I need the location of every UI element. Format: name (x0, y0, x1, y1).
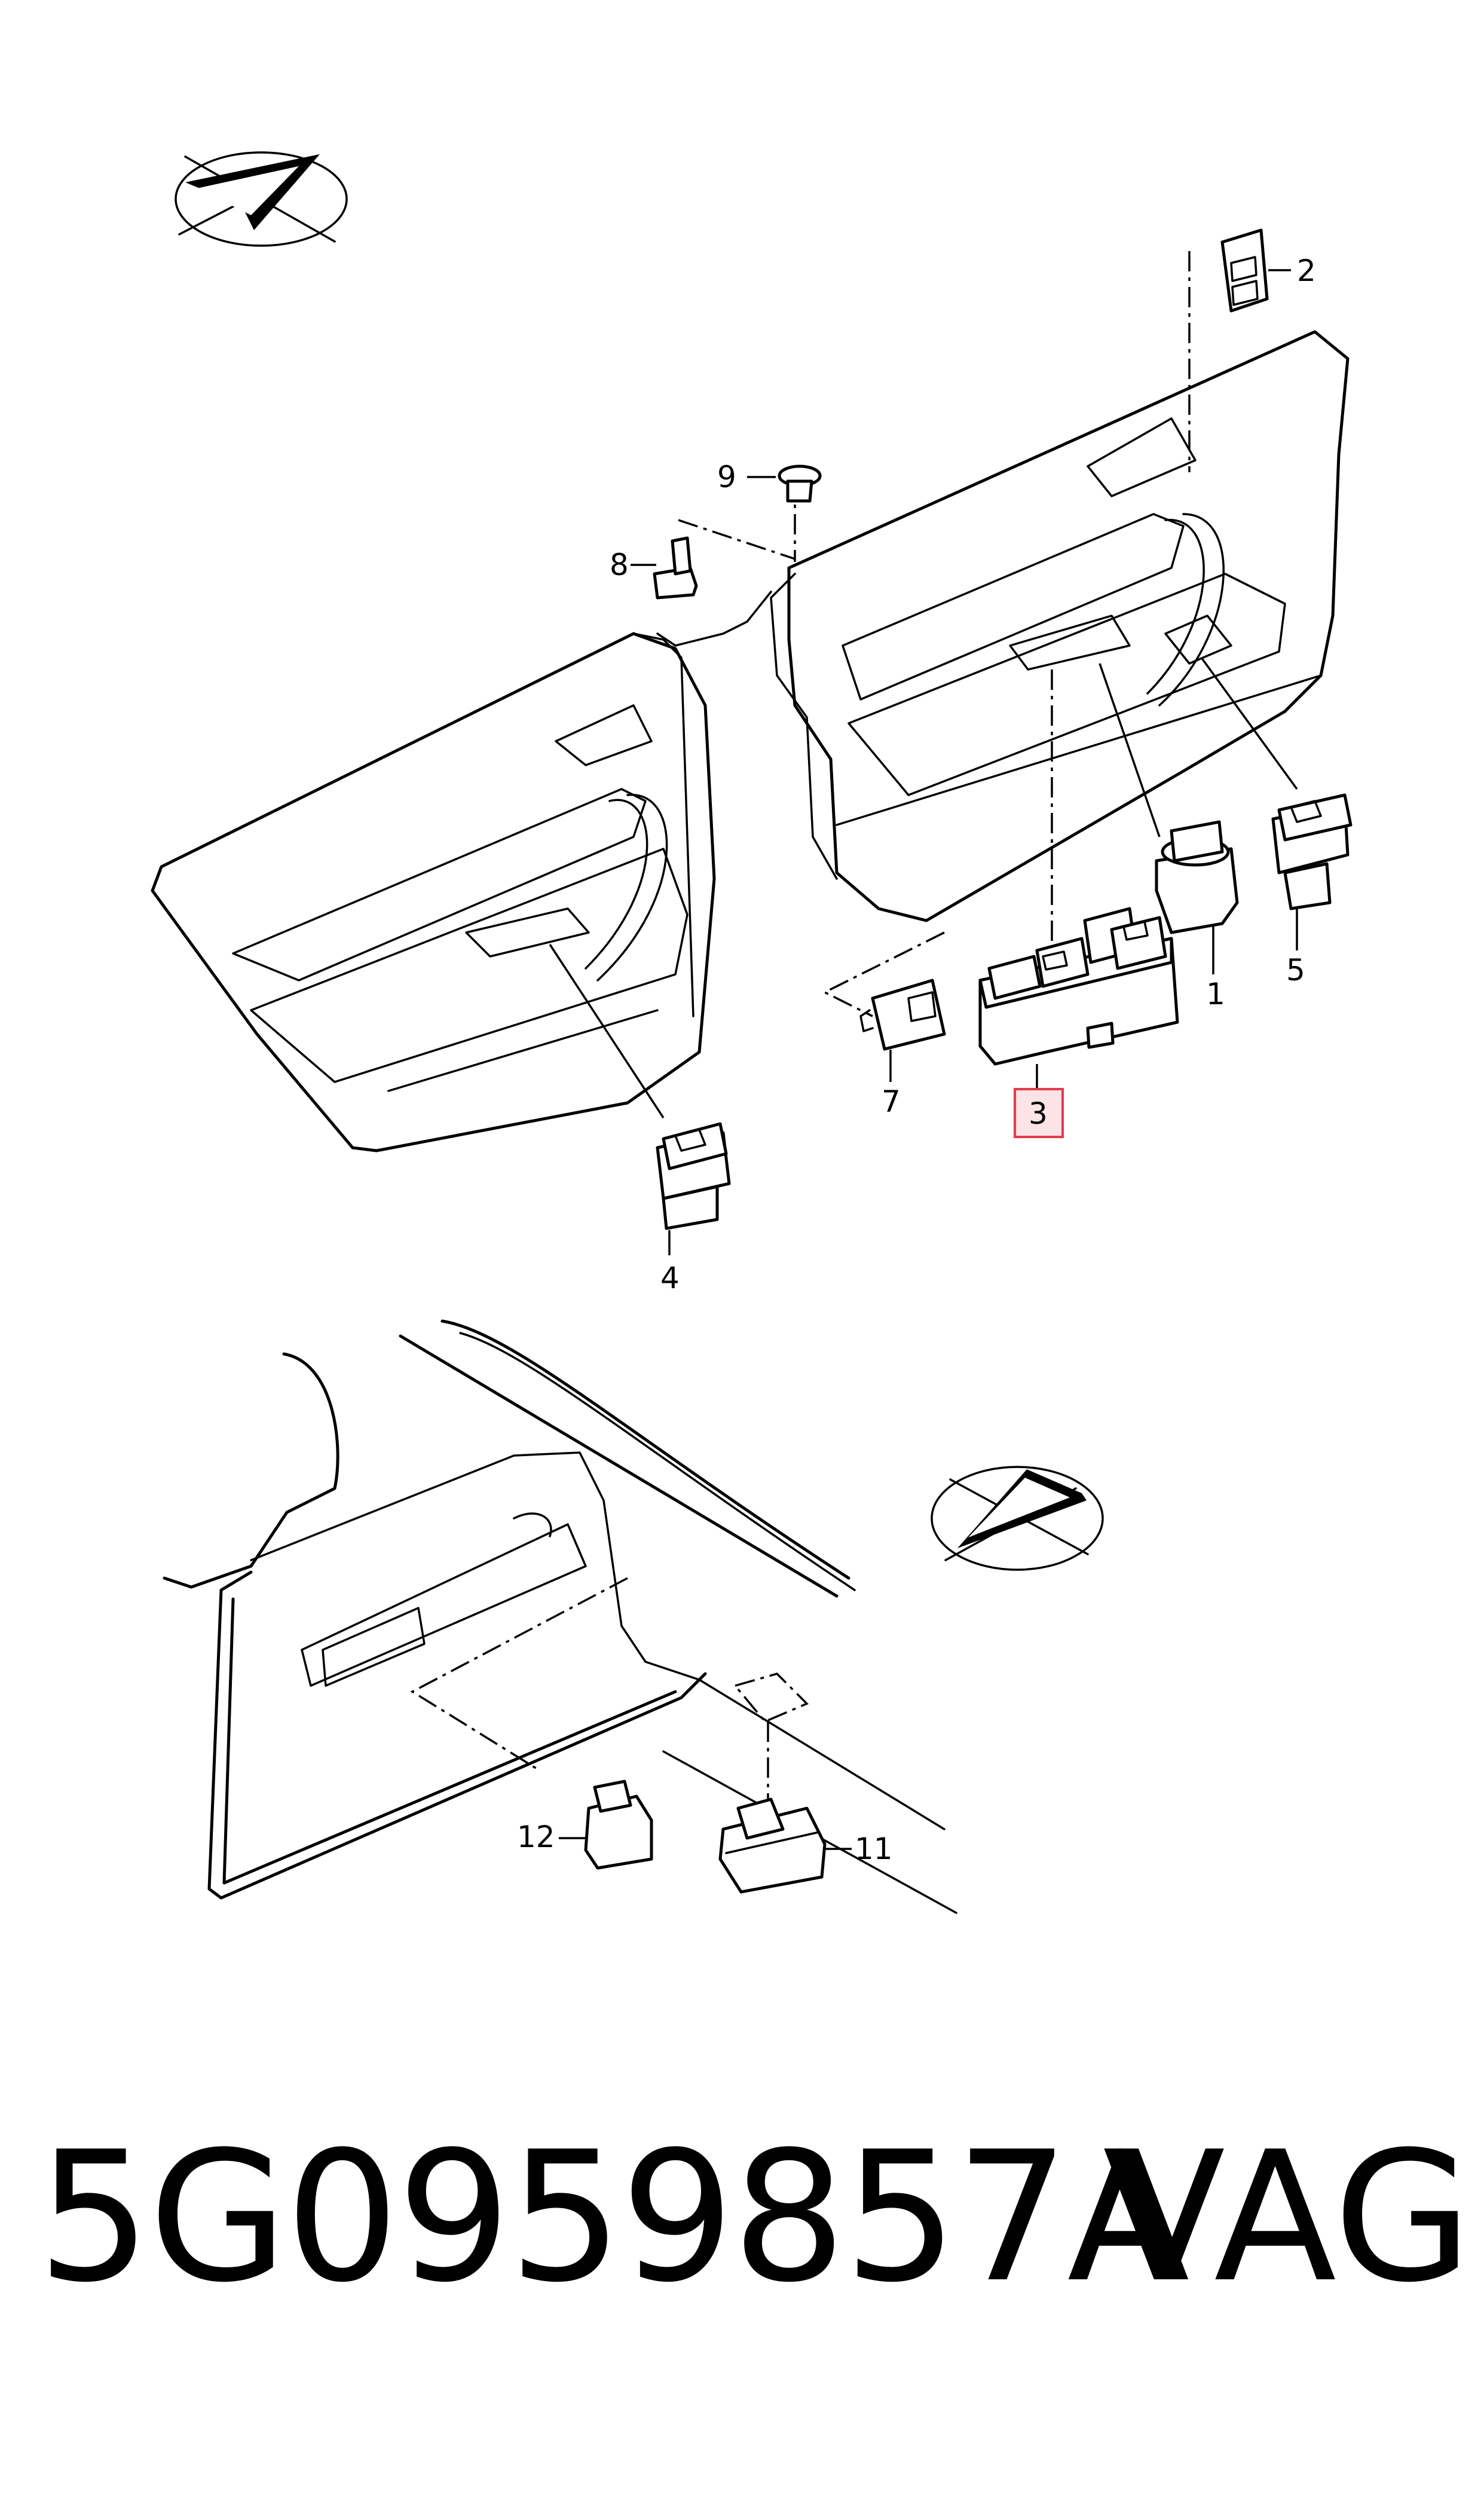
part-8-bracket (631, 536, 698, 600)
assembly-lines (410, 251, 1191, 1799)
interior-dashboard-section (163, 1319, 957, 1914)
callout-7: 7 (882, 1084, 901, 1119)
label-3-highlight (1014, 1088, 1064, 1138)
orientation-arrow-icon-top (175, 151, 348, 247)
callout-1: 1 (1206, 977, 1225, 1011)
callout-11: 11 (855, 1832, 893, 1866)
part-11-switch (718, 1797, 852, 1894)
callout-12: 12 (517, 1820, 555, 1854)
part-1-mirror-adjust-switch (1155, 820, 1239, 974)
part-5-window-switch (1271, 793, 1353, 950)
leader-lines (549, 656, 1298, 1118)
callout-9: 9 (717, 460, 736, 494)
part-number: 5G0959857A (37, 2113, 1190, 2322)
brand-name: VAG (1103, 2113, 1473, 2322)
part-3-window-switch-block (978, 907, 1179, 1089)
exploded-parts-diagram: 1 2 3 4 5 7 8 9 11 12 (151, 151, 1353, 1914)
callout-4: 4 (660, 1261, 680, 1295)
orientation-arrow-icon-bottom (931, 1466, 1104, 1571)
callout-8: 8 (610, 548, 629, 582)
callout-2: 2 (1297, 253, 1316, 288)
callout-3: 3 (1029, 1096, 1048, 1131)
rear-door-trim-panel (151, 632, 716, 1152)
part-4-window-switch (656, 1122, 731, 1255)
callout-5: 5 (1286, 953, 1305, 988)
part-7-switch (859, 979, 946, 1082)
front-door-trim-panel (656, 330, 1350, 922)
part-2-button-insert (1220, 228, 1291, 313)
part-9-clip (747, 464, 822, 503)
part-12-switch (559, 1780, 653, 1870)
